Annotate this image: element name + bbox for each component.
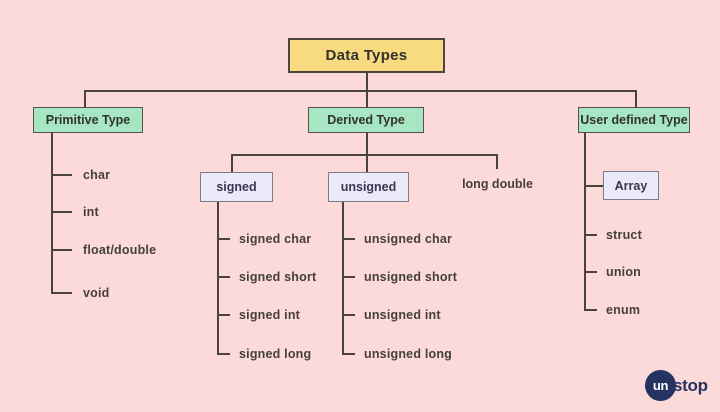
- leaf-float-double: float/double: [51, 243, 156, 257]
- unstop-logo-circle: un: [645, 370, 676, 401]
- sub-node-unsigned: unsigned: [328, 172, 409, 202]
- connector-signed-stem: [217, 202, 219, 355]
- sub-node-label: unsigned: [340, 180, 397, 194]
- leaf-signed-short: signed short: [217, 270, 316, 284]
- connector-tick-array: [584, 185, 603, 187]
- branch-node-derived-type: Derived Type: [308, 107, 424, 133]
- leaf-label: enum: [606, 303, 641, 317]
- leaf-signed-int: signed int: [217, 308, 300, 322]
- connector-level1-branch: [84, 90, 637, 92]
- connector-root-stem: [366, 73, 368, 91]
- connector-level2-branch: [231, 154, 498, 156]
- sub-node-signed: signed: [200, 172, 273, 202]
- leaf-tick: [51, 292, 72, 294]
- leaf-signed-long: signed long: [217, 347, 311, 361]
- leaf-label: union: [606, 265, 642, 279]
- unstop-logo-text: stop: [673, 375, 708, 395]
- branch-node-label: Primitive Type: [45, 113, 131, 127]
- branch-node-primitive-type: Primitive Type: [33, 107, 143, 133]
- leaf-label: char: [83, 168, 111, 182]
- leaf-tick: [342, 276, 355, 278]
- leaf-tick: [584, 234, 597, 236]
- root-node-data-types: Data Types: [288, 38, 445, 73]
- leaf-label: signed char: [239, 232, 312, 246]
- leaf-struct: struct: [584, 228, 642, 242]
- leaf-tick: [51, 211, 72, 213]
- leaf-int: int: [51, 205, 99, 219]
- leaf-label: unsigned short: [364, 270, 458, 284]
- leaf-tick: [342, 238, 355, 240]
- leaf-tick: [342, 314, 355, 316]
- connector-drop-signed: [231, 154, 233, 172]
- leaf-tick: [217, 353, 230, 355]
- leaf-label: struct: [606, 228, 642, 242]
- leaf-union: union: [584, 265, 641, 279]
- leaf-label: unsigned int: [364, 308, 441, 322]
- leaf-tick: [217, 276, 230, 278]
- leaf-tick: [51, 174, 72, 176]
- leaf-unsigned-char: unsigned char: [342, 232, 452, 246]
- connector-drop-primitive: [84, 90, 86, 108]
- connector-drop-unsigned: [366, 154, 368, 172]
- branch-node-label: User defined Type: [580, 113, 688, 127]
- leaf-tick: [584, 271, 597, 273]
- leaf-tick: [217, 238, 230, 240]
- connector-unsigned-stem: [342, 202, 344, 355]
- leaf-label: signed long: [239, 347, 312, 361]
- connector-user-defined-stem: [584, 133, 586, 311]
- connector-drop-long-double: [496, 154, 498, 169]
- sub-node-label: signed: [216, 180, 257, 194]
- sub-node-label: Array: [614, 178, 648, 193]
- leaf-tick: [584, 309, 597, 311]
- leaf-label: signed int: [239, 308, 301, 322]
- connector-drop-user-defined: [635, 90, 637, 108]
- sub-node-array: Array: [603, 171, 659, 200]
- unstop-logo-prefix: un: [652, 378, 669, 393]
- leaf-void: void: [51, 286, 110, 300]
- leaf-signed-char: signed char: [217, 232, 311, 246]
- leaf-unsigned-int: unsigned int: [342, 308, 441, 322]
- leaf-label: signed short: [239, 270, 317, 284]
- leaf-long-double: long double: [462, 177, 533, 191]
- leaf-tick: [51, 249, 72, 251]
- leaf-enum: enum: [584, 303, 640, 317]
- root-node-label: Data Types: [325, 47, 408, 64]
- leaf-tick: [217, 314, 230, 316]
- leaf-label: unsigned long: [364, 347, 453, 361]
- branch-node-label: Derived Type: [327, 113, 405, 127]
- leaf-label: unsigned char: [364, 232, 453, 246]
- branch-node-user-defined-type: User defined Type: [578, 107, 690, 133]
- unstop-logo: un stop: [645, 370, 708, 401]
- leaf-char: char: [51, 168, 110, 182]
- leaf-unsigned-long: unsigned long: [342, 347, 452, 361]
- connector-drop-derived: [366, 90, 368, 108]
- leaf-label: int: [83, 205, 99, 219]
- leaf-unsigned-short: unsigned short: [342, 270, 457, 284]
- leaf-tick: [342, 353, 355, 355]
- connector-derived-stem: [366, 133, 368, 155]
- leaf-label: float/double: [83, 243, 157, 257]
- connector-primitive-stem: [51, 133, 53, 293]
- leaf-label: void: [83, 286, 110, 300]
